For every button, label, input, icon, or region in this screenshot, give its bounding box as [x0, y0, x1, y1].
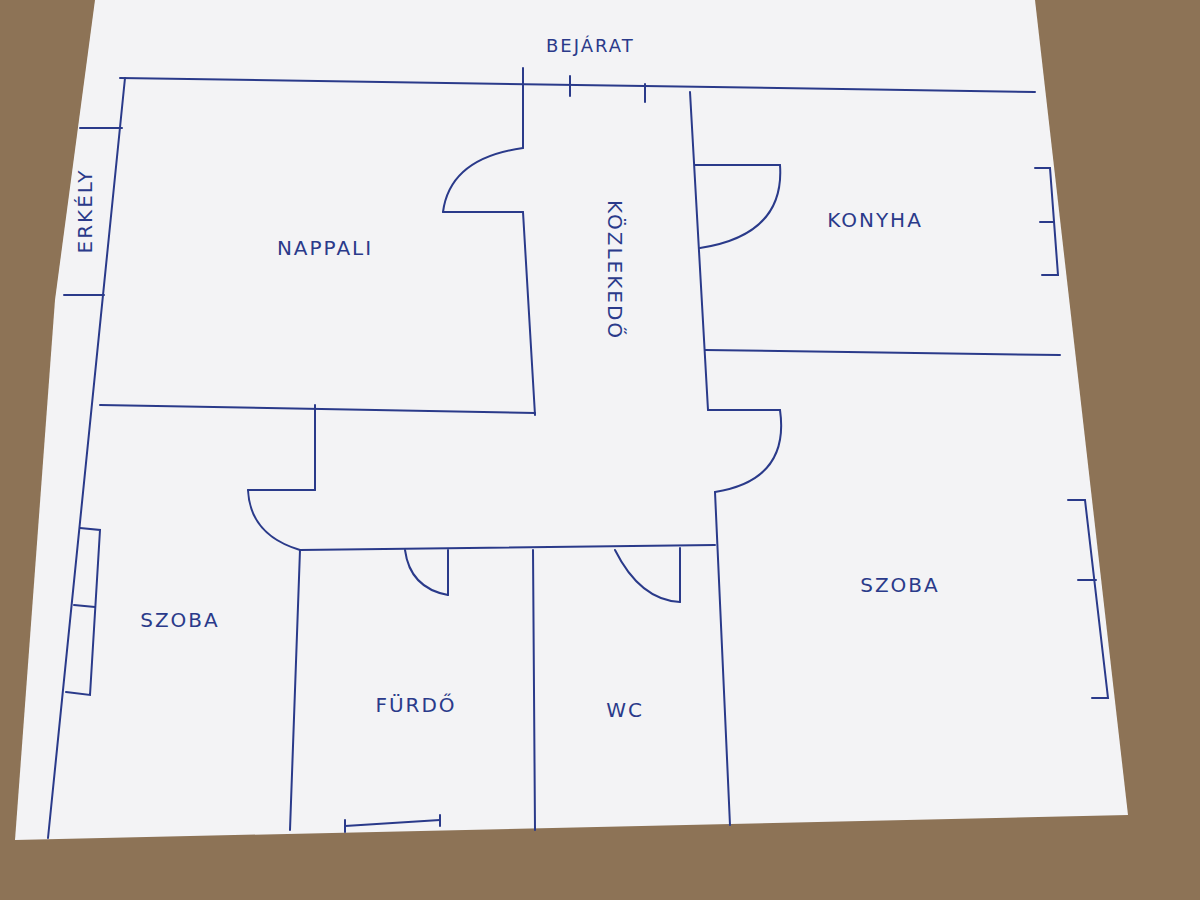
room-area: SZOBA: [740, 365, 1060, 805]
walls: [48, 68, 1108, 838]
room-name: NAPPALI: [277, 236, 373, 260]
room-area: KONYHA: [720, 100, 1030, 340]
room-name: SZOBA: [860, 573, 940, 597]
room-area: KÖZLEKEDŐ: [545, 105, 685, 435]
room-name: ERKÉLY: [72, 169, 96, 254]
room-name: WC: [606, 698, 644, 722]
room-name: SZOBA: [140, 608, 220, 632]
room-area: WC: [540, 605, 710, 815]
room-name: KONYHA: [827, 208, 923, 232]
room-area: SZOBA: [75, 420, 285, 820]
entrance-label: BEJÁRAT: [543, 35, 638, 56]
room-area: FÜRDŐ: [305, 600, 527, 810]
room-name: FÜRDŐ: [375, 693, 456, 717]
room-name: KÖZLEKEDŐ: [603, 200, 627, 340]
room-area: NAPPALI: [140, 100, 510, 395]
room-area: ERKÉLY: [62, 130, 106, 292]
paper-sheet: [15, 0, 1128, 840]
